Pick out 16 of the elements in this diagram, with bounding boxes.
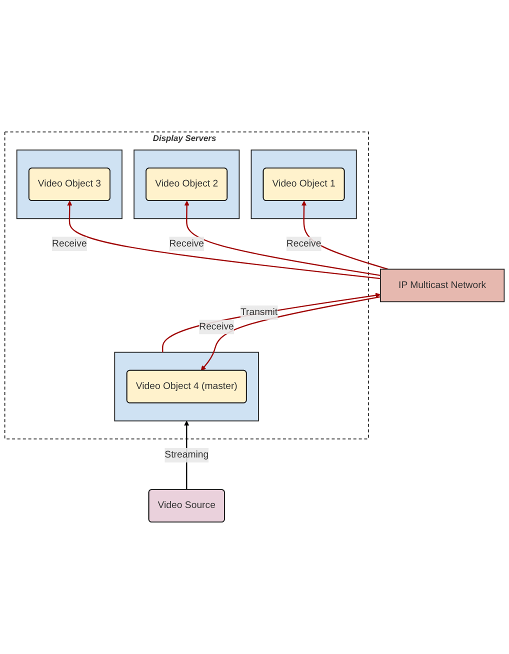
arrow [301,200,388,270]
edge-label: Streaming [164,450,209,460]
cluster [114,352,259,422]
cluster [250,150,357,220]
arrow [67,200,381,280]
edge-label: Receive [52,238,87,249]
edge-label: Receive [199,322,234,332]
arrow [200,296,381,371]
arrow [162,292,381,352]
cluster [16,150,122,220]
edge-label: Receive [286,238,322,249]
edge-label: Transmit [240,307,278,318]
cluster [134,150,240,220]
arrow [184,200,381,276]
node-box: IP Multicast Network [380,268,505,302]
edge-label: Receive [169,238,204,249]
